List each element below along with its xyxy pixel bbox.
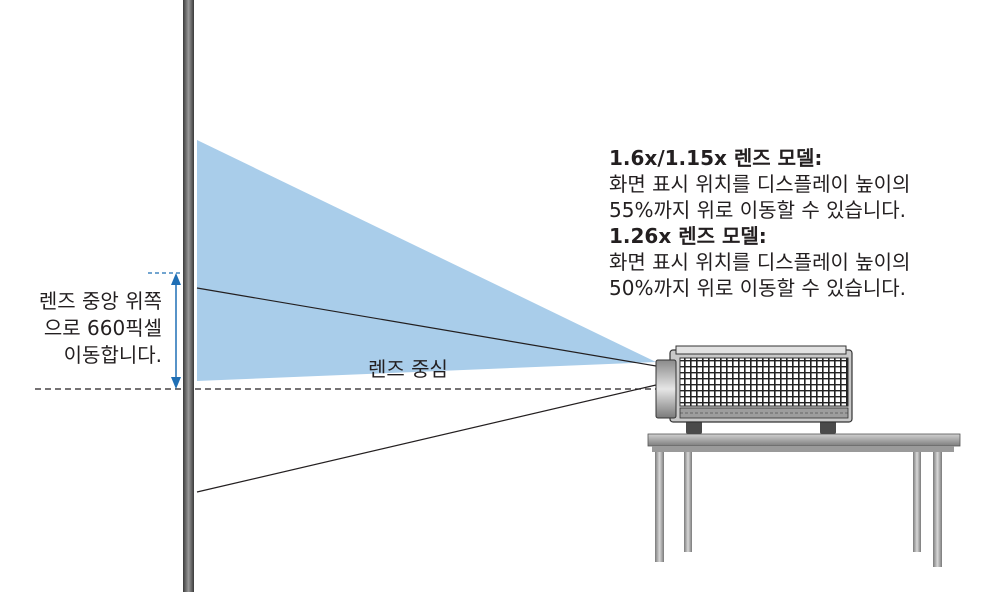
upper-ray-line xyxy=(196,287,657,367)
projection-beam xyxy=(197,140,656,381)
lens-shift-label: 렌즈 중앙 위쪽 으로 660픽셀 이동합니다. xyxy=(0,288,162,369)
note-1-line1: 화면 표시 위치를 디스플레이 높이의 xyxy=(609,172,911,196)
note-2-line1: 화면 표시 위치를 디스플레이 높이의 xyxy=(609,250,911,274)
lens-shift-label-line1: 렌즈 중앙 위쪽 xyxy=(38,289,162,313)
lens-shift-label-line3: 이동합니다. xyxy=(63,343,162,367)
table xyxy=(647,433,961,567)
projection-screen xyxy=(183,0,194,592)
lens-center-label: 렌즈 중심 xyxy=(368,357,448,381)
note-heading-1: 1.6x/1.15x 렌즈 모델: xyxy=(609,146,823,170)
shift-arrow-down-icon xyxy=(171,377,181,389)
note-heading-2: 1.26x 렌즈 모델: xyxy=(609,224,767,248)
note-1-line2: 55%까지 위로 이동할 수 있습니다. xyxy=(609,198,907,222)
lens-shift-label-line2: 으로 660픽셀 xyxy=(43,316,162,340)
note-2-line2: 50%까지 위로 이동할 수 있습니다. xyxy=(609,276,907,300)
projector-lens xyxy=(655,359,677,419)
projector xyxy=(655,345,853,434)
lower-ray-line xyxy=(196,384,657,493)
shift-arrow-up-icon xyxy=(171,273,181,285)
lens-model-notes: 1.6x/1.15x 렌즈 모델: 화면 표시 위치를 디스플레이 높이의 55… xyxy=(609,145,910,301)
